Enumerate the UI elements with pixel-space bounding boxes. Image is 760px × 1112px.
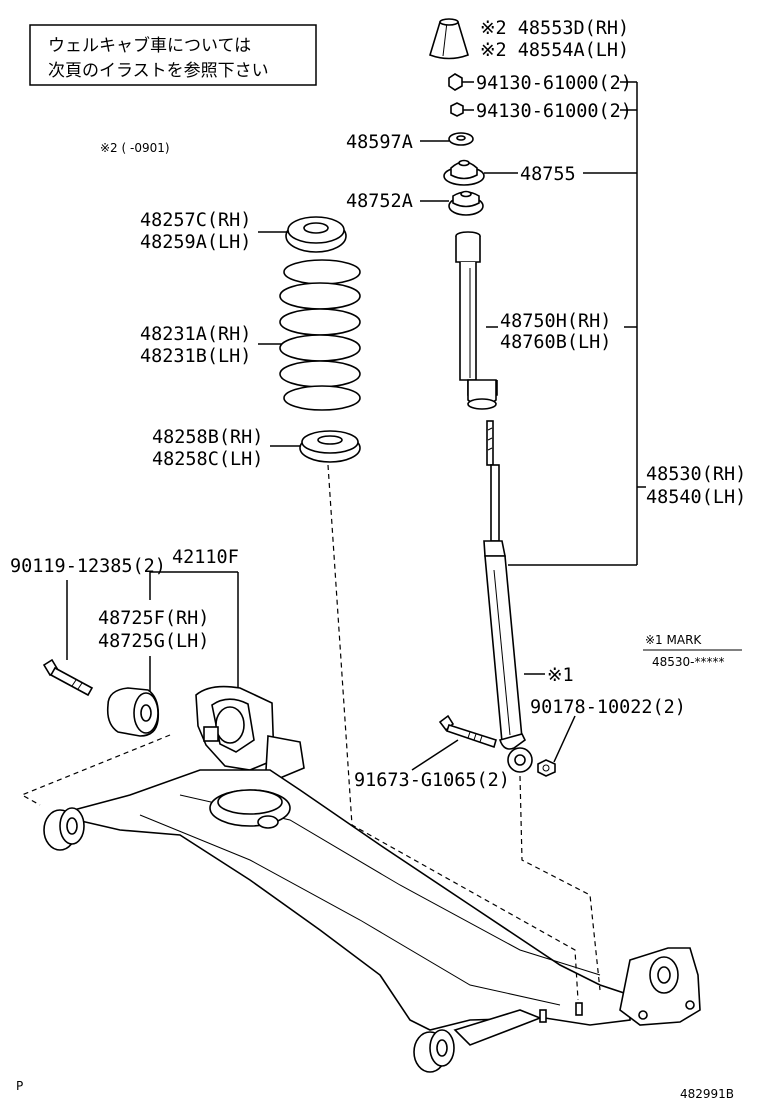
shock-absorber-48530[interactable] [483, 420, 533, 773]
label-48257C: 48257C(RH) [140, 210, 251, 231]
label-42110F: 42110F [172, 547, 239, 568]
bushing-48725F[interactable] [106, 687, 160, 737]
label-48597A: 48597A [346, 132, 413, 153]
group-bracket-48530 [508, 81, 646, 566]
dashed-alignment-lines [20, 464, 601, 1001]
label-48725F: 48725F(RH) [98, 608, 209, 629]
spring-lower-seat-48258B[interactable] [299, 430, 361, 463]
mark-legend: ※1 MARK 48530-***** [643, 633, 742, 669]
label-48231A: 48231A(RH) [140, 324, 251, 345]
nut-94130-b[interactable] [450, 102, 464, 117]
bolt-91673[interactable] [438, 714, 497, 749]
label-48258C: 48258C(LH) [152, 449, 263, 470]
label-48750H: 48750H(RH) [500, 311, 611, 332]
upper-support-48755[interactable] [443, 159, 485, 186]
label-48540: 48540(LH) [646, 487, 746, 508]
label-48725G: 48725G(LH) [98, 631, 209, 652]
corner-left-label: P [16, 1079, 23, 1093]
label-90119: 90119-12385(2) [10, 556, 166, 577]
cushion-48752A[interactable] [448, 190, 484, 216]
label-90178: 90178-10022(2) [530, 697, 686, 718]
label-48258B: 48258B(RH) [152, 427, 263, 448]
coil-spring-48231A[interactable] [279, 259, 361, 411]
nut-94130-a[interactable] [448, 73, 463, 91]
nut-90178[interactable] [537, 759, 556, 777]
label-48259A: 48259A(LH) [140, 232, 251, 253]
label-48755: 48755 [520, 164, 576, 185]
rear-axle-beam-42110F[interactable] [43, 685, 701, 1073]
mark-legend-title: ※1 MARK [645, 633, 702, 647]
label-94130-b: 94130-61000(2) [476, 101, 632, 122]
note-box: ウェルキャブ車については 次頁のイラストを参照下さい [29, 24, 317, 86]
note-line-2: 次頁のイラストを参照下さい [48, 61, 269, 81]
figure-number: 482991B [680, 1087, 734, 1101]
label-48760B: 48760B(LH) [500, 332, 611, 353]
label-48231B: 48231B(LH) [140, 346, 251, 367]
footnote-2: ※2 ( -0901) [100, 141, 170, 155]
label-48554A: ※2 48554A(LH) [480, 40, 629, 61]
label-48752A: 48752A [346, 191, 413, 212]
label-48530: 48530(RH) [646, 464, 746, 485]
mark-legend-value: 48530-***** [652, 655, 725, 669]
bump-stopper-part[interactable] [429, 18, 469, 60]
label-94130-a: 94130-61000(2) [476, 73, 632, 94]
dust-boot-48750H[interactable] [455, 231, 498, 410]
label-48553D: ※2 48553D(RH) [480, 18, 629, 39]
label-mark1: ※1 [547, 665, 574, 686]
label-91673: 91673-G1065(2) [354, 770, 510, 791]
note-line-1: ウェルキャブ車については [48, 35, 251, 56]
bolt-90119[interactable] [42, 658, 94, 697]
washer-48597A[interactable] [448, 132, 474, 146]
spring-upper-seat-48257C[interactable] [285, 216, 347, 253]
